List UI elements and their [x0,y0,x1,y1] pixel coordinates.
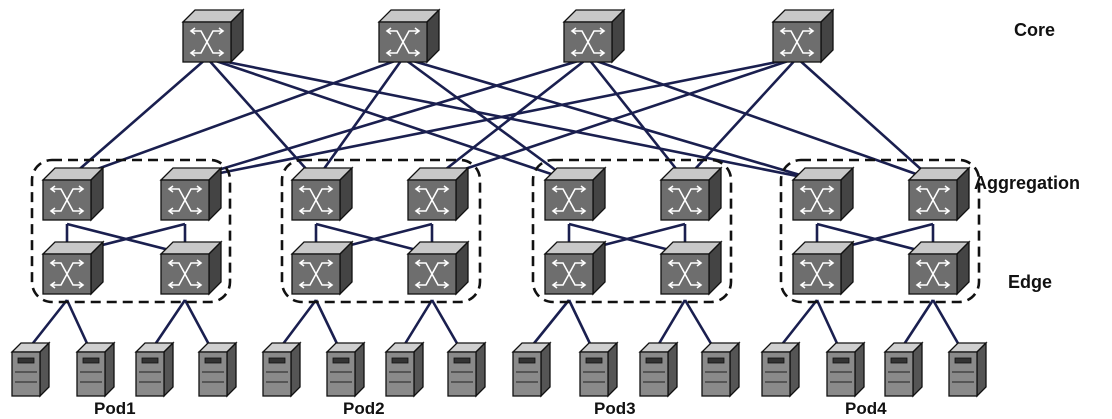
core-switch-2 [377,8,441,64]
switch-icon [667,185,703,215]
server-pod4-2-1 [883,341,924,398]
pod-label-1: Pod1 [94,399,136,418]
server-pod3-2-1 [638,341,679,398]
core-agg-link-16 [796,57,934,181]
aggregation-switch-pod4-1 [791,166,855,222]
switch-icon [779,27,815,57]
switch-icon [167,259,203,289]
switch-icon [667,259,703,289]
server-pod4-2-2 [947,341,988,398]
server-pod4-1-2 [825,341,866,398]
edge-switch-pod4-1 [791,240,855,296]
core-agg-link-1 [66,57,208,181]
switch-icon [414,185,450,215]
switch-icon [189,27,225,57]
server-pod1-2-1 [134,341,175,398]
server-pod2-2-2 [446,341,487,398]
switch-icon [799,259,835,289]
pod-label-4: Pod4 [845,399,887,418]
pod-boundary-2 [280,158,482,304]
server-icon [266,357,288,383]
server-icon [202,357,224,383]
server-icon [80,357,102,383]
core-agg-link-9 [184,56,589,182]
switch-icon [298,259,334,289]
core-agg-link-5 [66,56,404,182]
core-layer-label: Core [1014,20,1055,40]
server-icon [516,357,538,383]
edge-switch-pod1-2 [159,240,223,296]
core-agg-link-12 [587,56,934,182]
aggregation-switch-pod2-2 [406,166,470,222]
server-icon [583,357,605,383]
edge-switch-pod4-2 [907,240,971,296]
server-pod2-2-1 [384,341,425,398]
nodes-layer [10,8,988,398]
pod-boundary-1 [30,158,232,304]
switch-icon [915,185,951,215]
switch-icon [385,27,421,57]
edge-switch-pod3-2 [659,240,723,296]
server-pod3-1-1 [511,341,552,398]
core-agg-link-14 [431,56,798,182]
server-icon [705,357,727,383]
switch-icon [570,27,606,57]
core-switch-1 [181,8,245,64]
switch-icon [799,185,835,215]
core-agg-link-8 [402,56,818,182]
switch-icon [298,185,334,215]
core-agg-link-10 [431,56,589,182]
server-pod3-1-2 [578,341,619,398]
server-icon [139,357,161,383]
server-pod3-2-2 [700,341,741,398]
server-icon [830,357,852,383]
aggregation-switch-pod2-1 [290,166,354,222]
aggregation-layer-label: Aggregation [974,173,1080,193]
server-icon [389,357,411,383]
switch-icon [49,185,85,215]
server-icon [952,357,974,383]
switch-icon [551,259,587,289]
switch-icon [414,259,450,289]
core-agg-link-6 [314,57,405,181]
server-pod4-1-1 [760,341,801,398]
edge-switch-pod2-2 [406,240,470,296]
core-switch-3 [562,8,626,64]
core-switch-4 [771,8,835,64]
pod-label-3: Pod3 [594,399,636,418]
edge-switch-pod1-1 [41,240,105,296]
pod-boundary-4 [779,158,981,304]
switch-icon [915,259,951,289]
switch-icon [167,185,203,215]
server-pod1-1-1 [10,341,51,398]
server-icon [765,357,787,383]
server-icon [888,357,910,383]
server-pod1-2-2 [197,341,238,398]
aggregation-switch-pod4-2 [907,166,971,222]
aggregation-switch-pod1-2 [159,166,223,222]
edge-layer-label: Edge [1008,272,1052,292]
server-pod2-1-2 [325,341,366,398]
pod-boxes-layer [30,158,981,304]
edge-switch-pod3-1 [543,240,607,296]
pod-boundary-3 [531,158,733,304]
server-icon [451,357,473,383]
server-icon [643,357,665,383]
server-pod1-1-2 [75,341,116,398]
server-icon [15,357,37,383]
aggregation-switch-pod3-2 [659,166,723,222]
edge-switch-pod2-1 [290,240,354,296]
server-icon [330,357,352,383]
pod-label-2: Pod2 [343,399,385,418]
switch-icon [551,185,587,215]
core-agg-link-13 [184,56,798,182]
server-pod2-1-1 [261,341,302,398]
aggregation-switch-pod3-1 [543,166,607,222]
switch-icon [49,259,85,289]
aggregation-switch-pod1-1 [41,166,105,222]
